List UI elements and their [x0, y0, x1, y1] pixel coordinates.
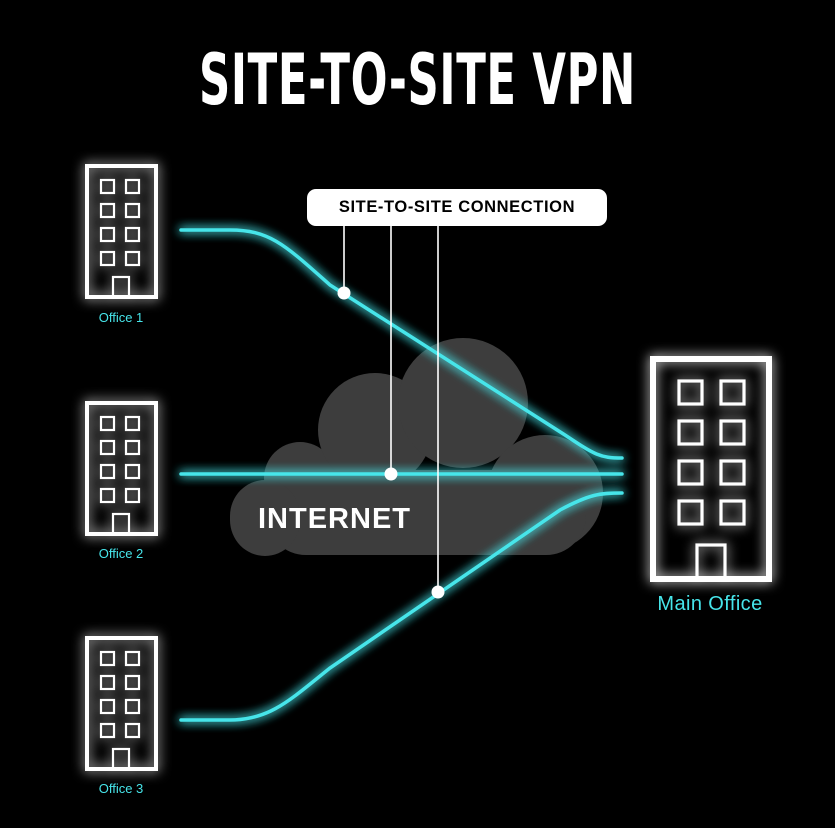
- connection-point-office-1: [337, 286, 351, 300]
- connection-line-office-3: [179, 491, 624, 722]
- office-3-building-icon: [85, 636, 158, 771]
- office-2-building-icon: [85, 401, 158, 536]
- page-title: SITE-TO-SITE VPN: [198, 39, 637, 121]
- internet-label: INTERNET: [258, 503, 411, 535]
- office-1-building-icon: [85, 164, 158, 299]
- main-office-label: Main Office: [657, 593, 763, 615]
- office-1-label: Office 1: [98, 310, 144, 325]
- office-2-label: Office 2: [98, 546, 144, 561]
- connection-line-office-1: [179, 228, 624, 460]
- main-office-building-icon: [650, 356, 772, 582]
- office-3-label: Office 3: [98, 781, 144, 796]
- connection-point-office-3: [431, 585, 445, 599]
- connection-point-office-2: [384, 467, 398, 481]
- internet-cloud: [230, 338, 603, 556]
- connection-callout-label: SITE-TO-SITE CONNECTION: [307, 189, 607, 226]
- callout-pointers: [343, 224, 439, 592]
